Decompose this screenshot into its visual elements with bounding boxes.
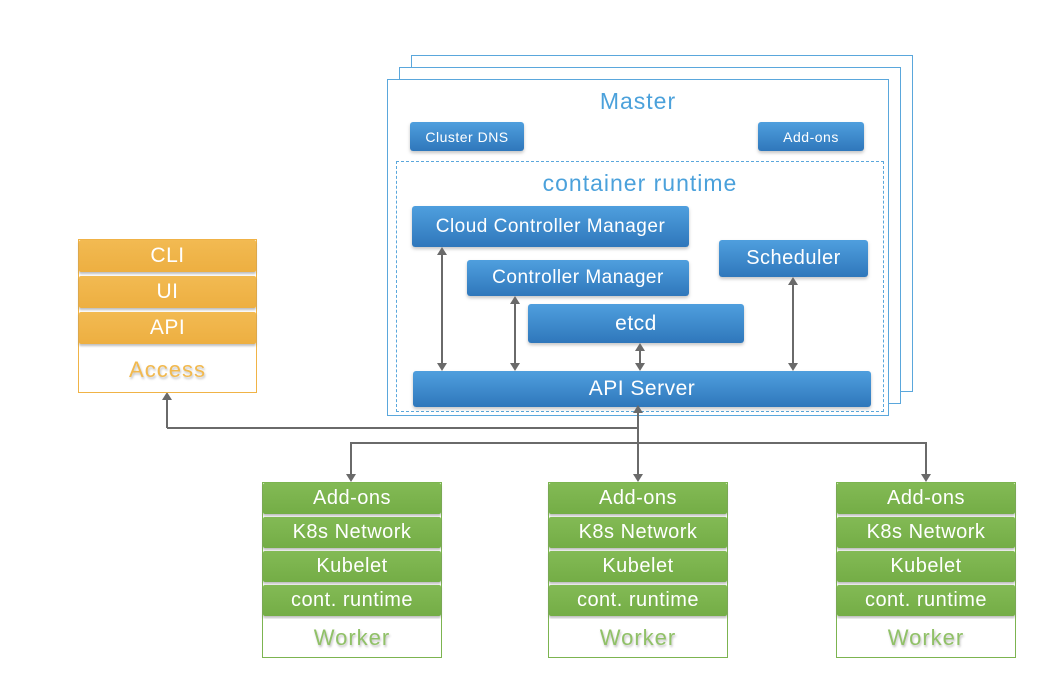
master-node-box: Master Cluster DNS Add-ons container run… [387, 79, 889, 416]
worker-label: Worker [837, 619, 1015, 657]
worker-label: Worker [549, 619, 727, 657]
scheduler-box: Scheduler [719, 240, 868, 277]
worker-node-1: Add-ons K8s Network Kubelet cont. runtim… [262, 482, 442, 658]
access-row-ui: UI [79, 276, 256, 308]
worker-row-k8s-network: K8s Network [263, 517, 441, 548]
api-server-box: API Server [413, 371, 871, 407]
access-label: Access [79, 348, 256, 392]
worker-row-k8s-network: K8s Network [549, 517, 727, 548]
worker-node-2: Add-ons K8s Network Kubelet cont. runtim… [548, 482, 728, 658]
etcd-box: etcd [528, 304, 744, 343]
container-runtime-box: container runtime Cloud Controller Manag… [396, 161, 884, 412]
worker-label: Worker [263, 619, 441, 657]
worker-row-k8s-network: K8s Network [837, 517, 1015, 548]
worker-row-cont-runtime: cont. runtime [263, 585, 441, 616]
access-row-cli: CLI [79, 240, 256, 272]
container-runtime-title: container runtime [542, 170, 738, 196]
worker-row-cont-runtime: cont. runtime [549, 585, 727, 616]
worker-row-addons: Add-ons [549, 483, 727, 514]
worker-row-addons: Add-ons [837, 483, 1015, 514]
master-addons-box: Add-ons [758, 122, 864, 151]
worker-row-addons: Add-ons [263, 483, 441, 514]
worker-row-kubelet: Kubelet [263, 551, 441, 582]
master-title: Master [599, 88, 677, 114]
cloud-controller-manager-box: Cloud Controller Manager [412, 206, 689, 247]
worker-node-3: Add-ons K8s Network Kubelet cont. runtim… [836, 482, 1016, 658]
access-row-api: API [79, 312, 256, 344]
cluster-dns-box: Cluster DNS [410, 122, 524, 151]
worker-row-kubelet: Kubelet [549, 551, 727, 582]
access-stack: CLI UI API Access [78, 239, 257, 393]
controller-manager-box: Controller Manager [467, 260, 689, 296]
worker-row-cont-runtime: cont. runtime [837, 585, 1015, 616]
worker-row-kubelet: Kubelet [837, 551, 1015, 582]
